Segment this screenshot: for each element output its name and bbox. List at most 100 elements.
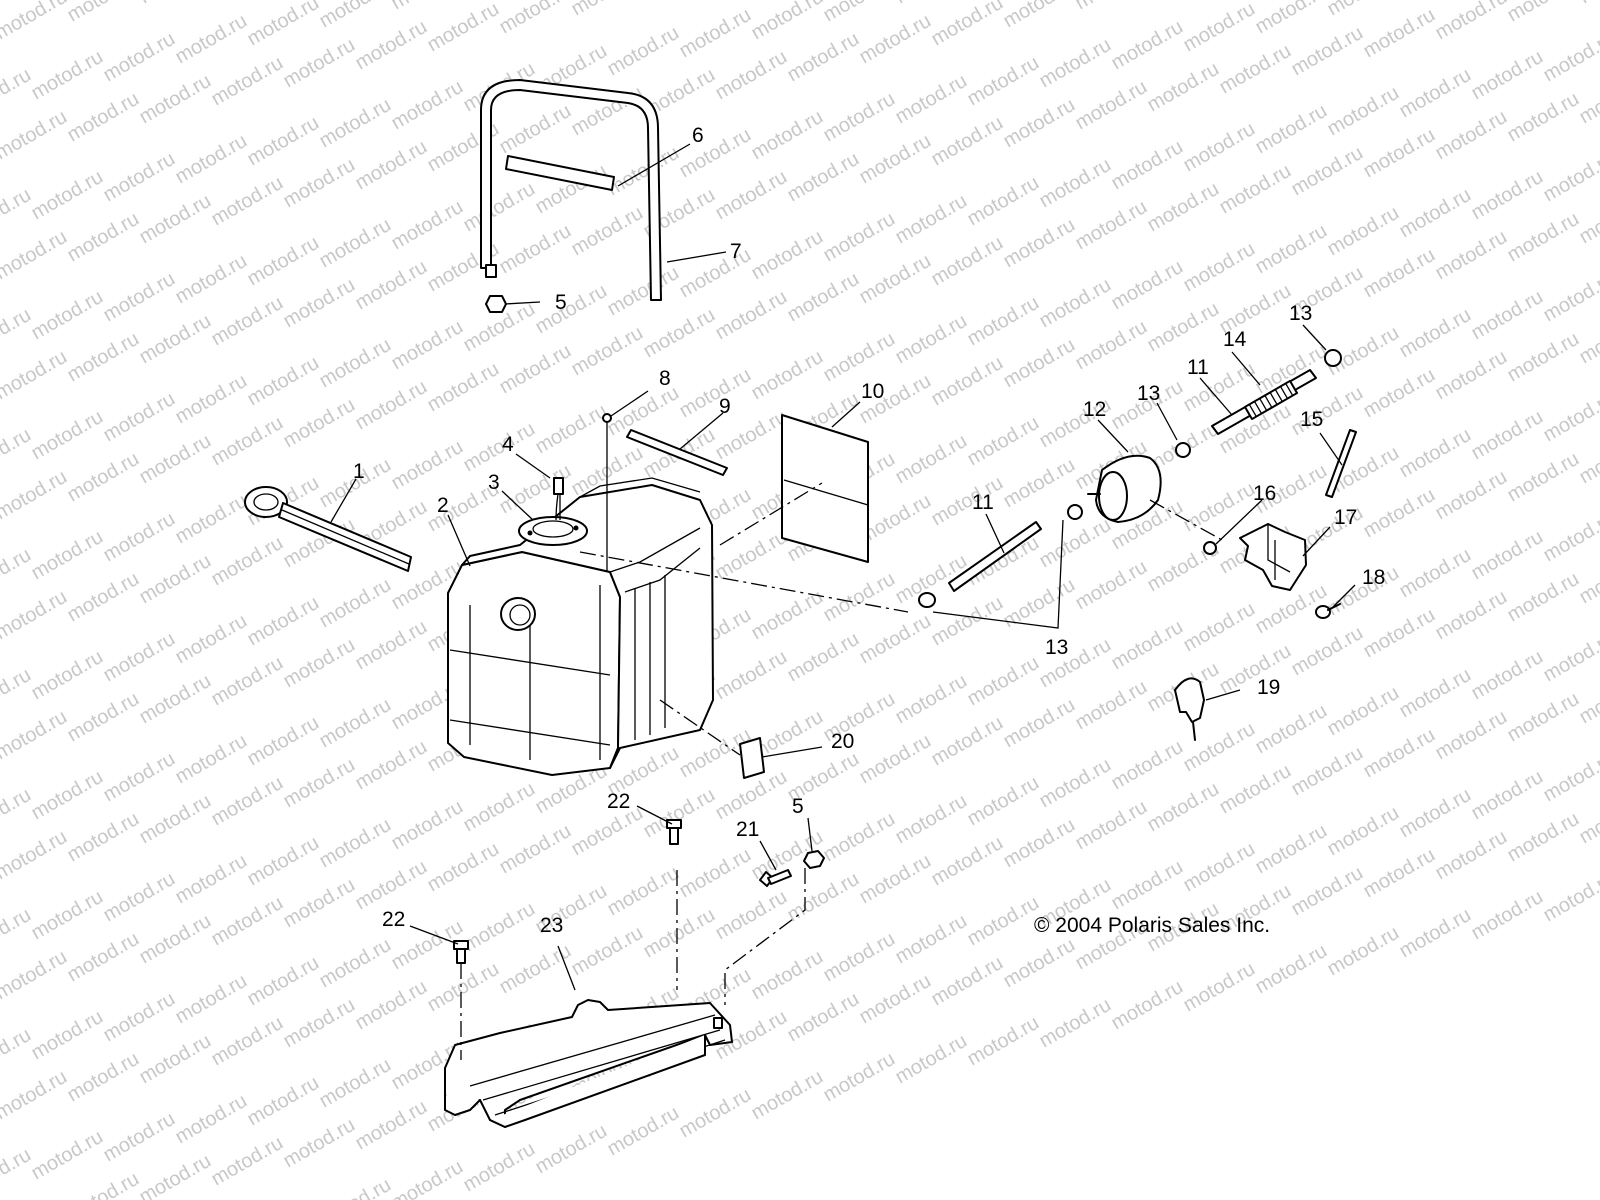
- watermark-text: motod.ru: [172, 850, 251, 909]
- watermark-text: motod.ru: [1504, 208, 1583, 267]
- watermark-text: motod.ru: [928, 232, 1007, 291]
- callout-10: 10: [861, 380, 884, 403]
- watermark-text: motod.ru: [0, 424, 35, 483]
- watermark-text: motod.ru: [280, 1114, 359, 1173]
- watermark-text: motod.ru: [280, 274, 359, 333]
- watermark-text: motod.ru: [1000, 814, 1079, 873]
- watermark-text: motod.ru: [0, 0, 71, 44]
- watermark-text: motod.ru: [388, 76, 467, 135]
- watermark-text: motod.ru: [1252, 940, 1331, 999]
- watermark-text: motod.ru: [1504, 688, 1583, 747]
- watermark-text: motod.ru: [1036, 274, 1115, 333]
- watermark-text: motod.ru: [280, 394, 359, 453]
- watermark-text: motod.ru: [1396, 304, 1475, 363]
- watermark-text: motod.ru: [136, 1030, 215, 1089]
- watermark-text: motod.ru: [712, 646, 791, 705]
- watermark-text: motod.ru: [1432, 106, 1511, 165]
- watermark-text: motod.ru: [352, 256, 431, 315]
- watermark-text: motod.ru: [1036, 34, 1115, 93]
- watermark-text: motod.ru: [1576, 310, 1600, 369]
- watermark-text: motod.ru: [820, 328, 899, 387]
- watermark-text: motod.ru: [1036, 154, 1115, 213]
- watermark-text: motod.ru: [712, 886, 791, 945]
- watermark-text: motod.ru: [28, 886, 107, 945]
- watermark-text: motod.ru: [388, 796, 467, 855]
- callout-9: 9: [719, 395, 731, 418]
- watermark-text: motod.ru: [1000, 934, 1079, 993]
- watermark-text: motod.ru: [64, 688, 143, 747]
- watermark-text: motod.ru: [0, 784, 35, 843]
- watermark-text: motod.ru: [856, 10, 935, 69]
- watermark-text: motod.ru: [0, 664, 35, 723]
- watermark-text: motod.ru: [1180, 598, 1259, 657]
- callout-13-right: 13: [1289, 302, 1312, 325]
- watermark-text: motod.ru: [1252, 700, 1331, 759]
- watermark-text: motod.ru: [892, 430, 971, 489]
- watermark-text: motod.ru: [1036, 754, 1115, 813]
- watermark-text: motod.ru: [316, 934, 395, 993]
- watermark-text: motod.ru: [0, 1024, 35, 1083]
- watermark-text: motod.ru: [460, 418, 539, 477]
- watermark-text: motod.ru: [1468, 406, 1547, 465]
- watermark-text: motod.ru: [388, 1156, 467, 1200]
- watermark-text: motod.ru: [1540, 148, 1600, 207]
- watermark-text: motod.ru: [100, 148, 179, 207]
- watermark-text: motod.ru: [1324, 0, 1403, 20]
- watermark-text: motod.ru: [1000, 94, 1079, 153]
- watermark-text: motod.ru: [532, 280, 611, 339]
- watermark-text: motod.ru: [964, 532, 1043, 591]
- watermark-text: motod.ru: [928, 952, 1007, 1011]
- watermark-text: motod.ru: [136, 910, 215, 969]
- watermark-text: motod.ru: [676, 364, 755, 423]
- watermark-text: motod.ru: [64, 568, 143, 627]
- watermark-text: motod.ru: [0, 946, 71, 1005]
- watermark-text: motod.ru: [568, 202, 647, 261]
- watermark-text: motod.ru: [1180, 838, 1259, 897]
- watermark-text: motod.ru: [1000, 214, 1079, 273]
- watermark-text: motod.ru: [388, 196, 467, 255]
- watermark-text: motod.ru: [856, 130, 935, 189]
- callout-17: 17: [1334, 506, 1357, 529]
- watermark-text: motod.ru: [244, 1072, 323, 1131]
- watermark-text: motod.ru: [1432, 826, 1511, 885]
- watermark-text: motod.ru: [928, 112, 1007, 171]
- watermark-text: motod.ru: [1360, 724, 1439, 783]
- watermark-text: motod.ru: [1000, 694, 1079, 753]
- watermark-text: motod.ru: [604, 382, 683, 441]
- callout-22-lower: 22: [382, 908, 405, 931]
- watermark-text: motod.ru: [1180, 958, 1259, 1017]
- watermark-text: motod.ru: [928, 712, 1007, 771]
- watermark-text: motod.ru: [820, 208, 899, 267]
- watermark-text: motod.ru: [1324, 922, 1403, 981]
- watermark-text: motod.ru: [820, 928, 899, 987]
- nut-part: [485, 295, 507, 313]
- watermark-text: motod.ru: [136, 70, 215, 129]
- callout-16: 16: [1253, 482, 1276, 505]
- watermark-text: motod.ru: [100, 868, 179, 927]
- watermark-text: motod.ru: [820, 0, 899, 26]
- callout-15: 15: [1300, 408, 1323, 431]
- watermark-text: motod.ru: [928, 472, 1007, 531]
- watermark-text: motod.ru: [460, 778, 539, 837]
- watermark-text: motod.ru: [208, 892, 287, 951]
- watermark-text: motod.ru: [964, 412, 1043, 471]
- watermark-text: motod.ru: [1144, 778, 1223, 837]
- watermark-text: motod.ru: [712, 46, 791, 105]
- watermark-text: motod.ru: [748, 0, 827, 44]
- watermark-text: motod.ru: [0, 544, 35, 603]
- watermark-text: motod.ru: [0, 64, 35, 123]
- watermark-text: motod.ru: [928, 832, 1007, 891]
- watermark-text: motod.ru: [892, 190, 971, 249]
- watermark-text: motod.ru: [244, 0, 323, 50]
- watermark-text: motod.ru: [964, 172, 1043, 231]
- watermark-text: motod.ru: [64, 328, 143, 387]
- watermark-text: motod.ru: [316, 694, 395, 753]
- watermark-text: motod.ru: [496, 940, 575, 999]
- watermark-text: motod.ru: [1072, 76, 1151, 135]
- watermark-text: motod.ru: [1144, 298, 1223, 357]
- watermark-text: motod.ru: [604, 862, 683, 921]
- watermark-text: motod.ru: [1252, 220, 1331, 279]
- watermark-text: motod.ru: [1540, 508, 1600, 567]
- watermark-text: motod.ru: [136, 670, 215, 729]
